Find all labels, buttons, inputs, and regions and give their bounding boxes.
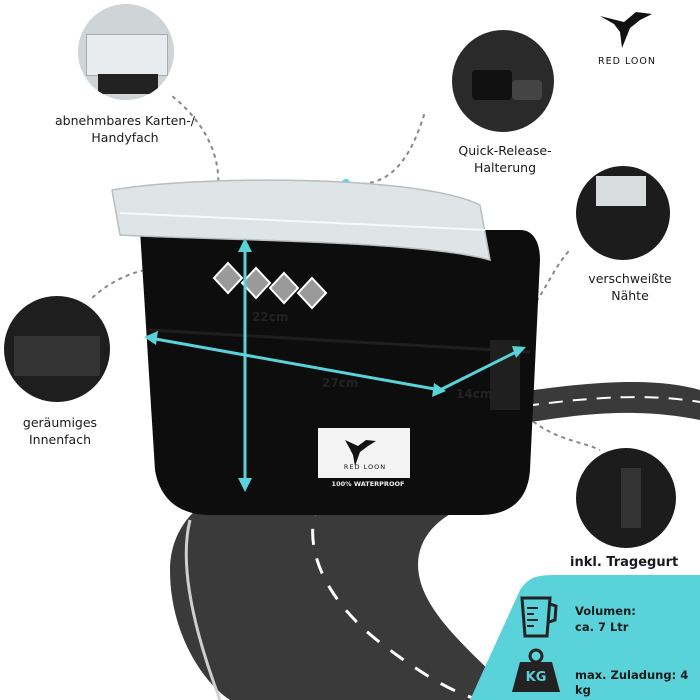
quick-release-label: Quick-Release- Halterung: [458, 143, 552, 175]
bag-waterproof-text: 100% WATERPROOF: [331, 480, 405, 488]
welded-seams-label: verschweißte Nähte: [588, 271, 672, 303]
weight-icon: [512, 648, 560, 692]
depth-dimension: 14cm: [456, 387, 493, 401]
strap-label: inkl. Tragegurt: [570, 555, 679, 570]
width-dimension: 27cm: [322, 376, 359, 390]
volume-value: ca. 7 Ltr: [575, 620, 629, 634]
welded-seams-photo: [576, 166, 670, 260]
quick-release-photo: [452, 30, 554, 132]
measuring-jug-icon: [520, 596, 558, 638]
brand-logo-icon: [600, 12, 652, 48]
max-load-label: max. Zuladung: 4 kg: [575, 668, 689, 697]
map-pocket-photo: [78, 4, 174, 100]
brand-logo-text: RED LOON: [598, 56, 656, 67]
strap-photo: [576, 448, 676, 548]
inner-compartment-label: geräumiges Innenfach: [22, 415, 98, 447]
inner-compartment-photo: [4, 296, 110, 402]
bag-badge-brand: RED LOON: [343, 463, 387, 471]
height-dimension: 22cm: [252, 310, 289, 324]
volume-label: Volumen:: [575, 604, 636, 618]
weight-icon-text: KG: [525, 670, 547, 685]
map-pocket-label: abnehmbares Karten-/ Handyfach: [55, 113, 195, 145]
